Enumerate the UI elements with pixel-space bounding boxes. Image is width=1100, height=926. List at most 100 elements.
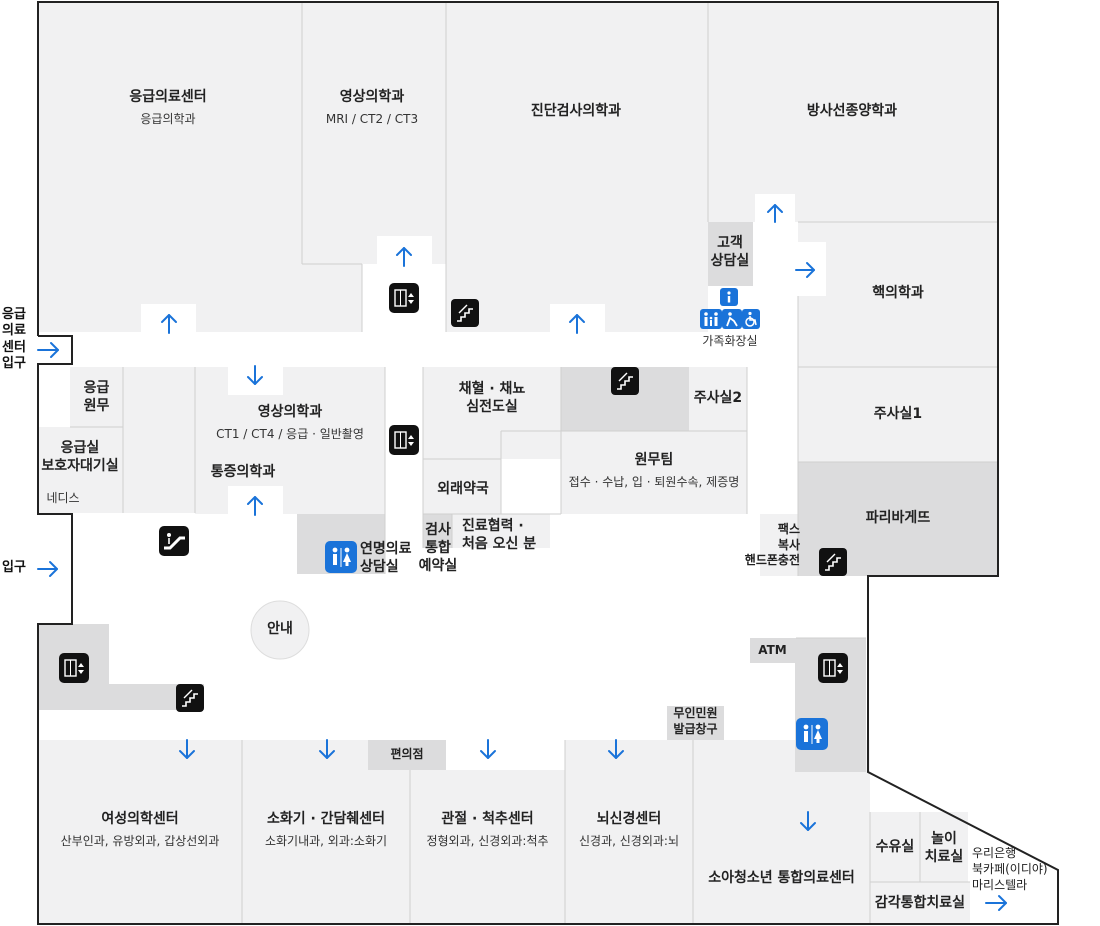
stairs-icon[interactable] (819, 548, 847, 576)
room-label-exit-shops[interactable]: 우리은행 북카페(이디야) 마리스텔라 (972, 845, 1056, 894)
restroom-assist-icon[interactable] (722, 309, 742, 329)
room-sub: 접수 · 수납, 입 · 퇴원수속, 제증명 (568, 475, 740, 490)
wheelchair-icon[interactable] (742, 309, 760, 329)
line-1: 응급 (83, 380, 110, 396)
room-emergency-office[interactable] (70, 367, 123, 427)
arrow-up-icon (569, 314, 585, 334)
area-kiosk[interactable] (667, 706, 724, 740)
area-atm[interactable] (750, 638, 795, 663)
room-injection2[interactable] (689, 367, 747, 431)
room-nuclear-medicine[interactable] (798, 222, 998, 367)
room-radiation-oncology[interactable] (708, 2, 998, 222)
elevator-icon[interactable] (389, 283, 419, 313)
room-diagnostic[interactable] (446, 2, 708, 332)
room-brain-nerve[interactable] (565, 740, 693, 924)
room-sub: 응급의학과 (140, 112, 196, 127)
dividers (70, 2, 998, 924)
room-label-kiosk: 무인민원 발급창구 (663, 706, 728, 737)
elevator-icon[interactable] (389, 425, 419, 455)
room-label-joint-spine: 관절 · 척추센터 정형외과, 신경외과:척추 (410, 810, 565, 850)
line-2: 상담실 (710, 253, 750, 270)
room-label-pharmacy: 외래약국 (437, 481, 489, 497)
room-label-sensory: 감각통합치료실 (874, 895, 966, 911)
room-imaging-top[interactable] (302, 2, 446, 264)
room-label-imaging-mid: 영상의학과 CT1 / CT4 / 응급 · 일반촬영 (200, 403, 380, 443)
entrance-line-1: 응급 (2, 307, 26, 322)
line-1: 팩스 (777, 522, 800, 536)
room-sub: 정형외과, 신경외과:척추 (426, 834, 549, 849)
room-sensory[interactable] (870, 882, 970, 924)
room-admin-team[interactable] (561, 431, 747, 514)
room-label-nuclear-medicine: 핵의학과 (872, 285, 924, 301)
line-2: 치료실 (924, 849, 964, 866)
room-label-injection2: 주사실2 (693, 390, 743, 406)
family-icon[interactable] (700, 309, 722, 329)
restroom-icon[interactable] (325, 541, 357, 573)
info-icon[interactable] (720, 288, 738, 306)
elevator-icon[interactable] (59, 653, 89, 683)
line-1: 무인민원 (673, 706, 718, 720)
gray-fills (38, 222, 998, 772)
line-2: 발급창구 (673, 721, 718, 736)
stairs-icon[interactable] (611, 367, 639, 395)
room-sub: CT1 / CT4 / 응급 · 일반촬영 (216, 427, 364, 442)
arrow-up-icon (161, 314, 177, 334)
room-label-pain-medicine: 통증의학과 (210, 464, 276, 480)
room-label-nedis: 네디스 (46, 491, 80, 505)
area-convenience[interactable] (368, 740, 446, 770)
line-1: 고객 (717, 235, 743, 251)
room-pharmacy[interactable] (423, 459, 501, 514)
room-emergency-center[interactable] (38, 2, 302, 332)
elevator-icon[interactable] (818, 653, 848, 683)
arrow-right-icon (37, 561, 58, 577)
room-blood-ecg[interactable] (423, 367, 561, 459)
stairs-icon[interactable] (451, 299, 479, 327)
room-womens-center[interactable] (38, 740, 242, 924)
main-entrance-label[interactable]: 입구 (2, 560, 26, 575)
room-fax[interactable] (760, 514, 798, 576)
room-name: 영상의학과 (257, 404, 323, 420)
room-label-nursing: 수유실 (875, 839, 915, 855)
line-3: 마리스텔라 (972, 878, 1028, 893)
room-label-diagnostic: 진단검사의학과 (530, 103, 622, 119)
room-injection1[interactable] (798, 367, 998, 462)
arrow-down-icon (800, 811, 816, 831)
room-label-admin-team: 원무팀 접수 · 수납, 입 · 퇴원수속, 제증명 (561, 451, 747, 491)
line-1: 검사 (425, 522, 451, 538)
restroom-icon[interactable] (796, 718, 828, 750)
outer-walls (37, 1, 1059, 925)
arrow-down-icon (247, 365, 263, 385)
line-3: 핸드폰충전 (744, 553, 800, 568)
room-label-yonsei-consult: 연명의료 상담실 (360, 540, 420, 576)
room-sub: 산부인과, 유방외과, 갑상선외과 (60, 834, 220, 849)
room-guardian-waiting[interactable] (38, 427, 123, 513)
arrow-right-icon (985, 895, 1007, 911)
room-label-womens-center: 여성의학센터 산부인과, 유방외과, 갑상선외과 (38, 810, 242, 850)
area-test-booking[interactable] (423, 514, 452, 548)
area-customer-consult[interactable] (708, 222, 753, 286)
room-care-coop[interactable] (452, 514, 550, 548)
arrows (37, 204, 1007, 911)
entrance-line-2: 의료 (2, 323, 26, 339)
room-mid-strip (123, 367, 195, 513)
room-joint-spine[interactable] (410, 770, 565, 924)
room-label-imaging-top: 영상의학과 MRI / CT2 / CT3 (307, 88, 437, 128)
room-label-pediatric-center: 소아청소년 통합의료센터 (708, 870, 855, 886)
emergency-entrance-label[interactable]: 응급 의료 센터 입구 (2, 307, 26, 372)
room-imaging-mid[interactable] (195, 367, 385, 514)
line-3: 예약실 (418, 558, 458, 575)
room-play-therapy[interactable] (920, 812, 968, 882)
line-1: 우리은행 (972, 846, 1017, 860)
line-1: 놀이 (931, 831, 957, 847)
stairs-icon[interactable] (176, 684, 204, 712)
room-digestive-center[interactable] (242, 740, 410, 924)
room-label-test-booking: 검사 통합 예약실 (418, 521, 458, 576)
room-name: 뇌신경센터 (596, 811, 662, 827)
arrow-down-icon (480, 739, 496, 759)
info-desk-circle[interactable] (250, 600, 310, 660)
escalator-icon[interactable] (159, 526, 189, 556)
room-nursing[interactable] (870, 812, 920, 882)
line-1: 진료협력 · (462, 518, 524, 534)
arrow-right-icon (795, 262, 815, 278)
